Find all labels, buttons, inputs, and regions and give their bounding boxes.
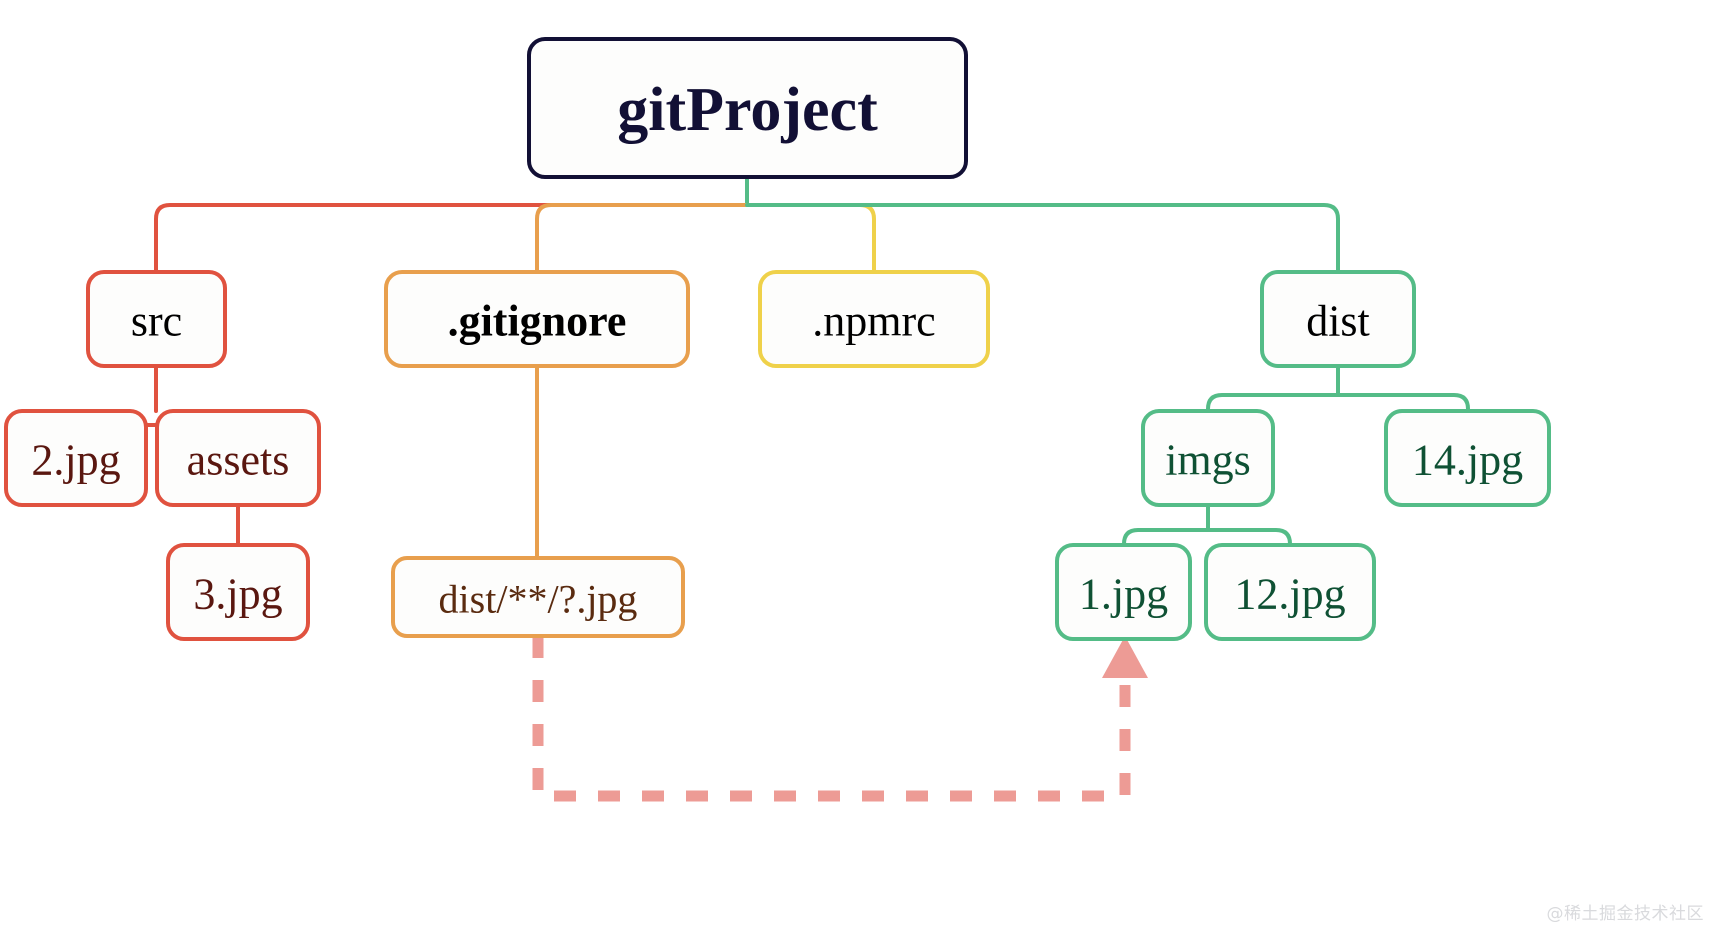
tree-node-imgs[interactable]: imgs bbox=[1141, 409, 1275, 507]
dashed-arrow-layer bbox=[532, 636, 1148, 802]
node-box bbox=[1384, 409, 1551, 507]
node-label: assets bbox=[187, 436, 290, 485]
node-label: 1.jpg bbox=[1079, 570, 1168, 619]
node-label: gitProject bbox=[617, 76, 878, 144]
edge-bus-npmrc bbox=[745, 203, 876, 274]
node-box bbox=[155, 409, 321, 507]
node-label: 12.jpg bbox=[1234, 570, 1345, 619]
tree-node-pattern[interactable]: dist/**/?.jpg bbox=[391, 556, 685, 638]
tree-node-npmrc[interactable]: .npmrc bbox=[758, 270, 990, 368]
watermark: @稀土掘金技术社区 bbox=[1546, 904, 1704, 924]
node-box bbox=[86, 270, 227, 368]
node-label: imgs bbox=[1165, 436, 1251, 485]
tree-node-1jpg[interactable]: 1.jpg bbox=[1055, 543, 1192, 641]
node-label: dist/**/?.jpg bbox=[439, 577, 638, 622]
node-label: 2.jpg bbox=[31, 436, 120, 485]
edge-bus-dist bbox=[745, 203, 1340, 274]
tree-node-14jpg[interactable]: 14.jpg bbox=[1384, 409, 1551, 507]
edge-dist-14jpg bbox=[1336, 393, 1470, 413]
node-label: .gitignore bbox=[448, 297, 627, 346]
node-box bbox=[758, 270, 990, 368]
edge-dist-imgs bbox=[1206, 364, 1340, 413]
arrowhead-icon bbox=[1102, 636, 1148, 678]
dashed-connector-pattern-matches-1jpg bbox=[532, 636, 1131, 802]
node-box bbox=[1055, 543, 1192, 641]
node-box bbox=[527, 37, 968, 179]
tree-node-dist[interactable]: dist bbox=[1260, 270, 1416, 368]
tree-node-12jpg[interactable]: 12.jpg bbox=[1204, 543, 1376, 641]
node-box bbox=[166, 543, 310, 641]
tree-node-root[interactable]: gitProject bbox=[527, 37, 968, 179]
edge-imgs-12jpg bbox=[1206, 528, 1292, 547]
edge-bus-gitignore bbox=[535, 203, 749, 274]
node-label: .npmrc bbox=[812, 297, 935, 346]
edge-imgs-1jpg bbox=[1122, 503, 1210, 547]
tree-node-3jpg[interactable]: 3.jpg bbox=[166, 543, 310, 641]
node-label: 14.jpg bbox=[1412, 436, 1523, 485]
node-box bbox=[384, 270, 690, 368]
tree-node-src[interactable]: src bbox=[86, 270, 227, 368]
edge-bus-src bbox=[154, 203, 749, 274]
node-box bbox=[391, 556, 685, 638]
node-label: 3.jpg bbox=[193, 570, 282, 619]
node-box bbox=[4, 409, 148, 507]
edges-layer bbox=[74, 175, 1470, 560]
tree-node-gitignore[interactable]: .gitignore bbox=[384, 270, 690, 368]
node-box bbox=[1204, 543, 1376, 641]
node-label: dist bbox=[1306, 297, 1370, 346]
node-label: src bbox=[131, 297, 182, 346]
nodes-layer: gitProject src 2.jpg assets 3.jpg .gitignore d… bbox=[4, 37, 1551, 641]
node-box bbox=[1141, 409, 1275, 507]
node-box bbox=[1260, 270, 1416, 368]
tree-node-assets[interactable]: assets bbox=[155, 409, 321, 507]
tree-node-2jpg[interactable]: 2.jpg bbox=[4, 409, 148, 507]
